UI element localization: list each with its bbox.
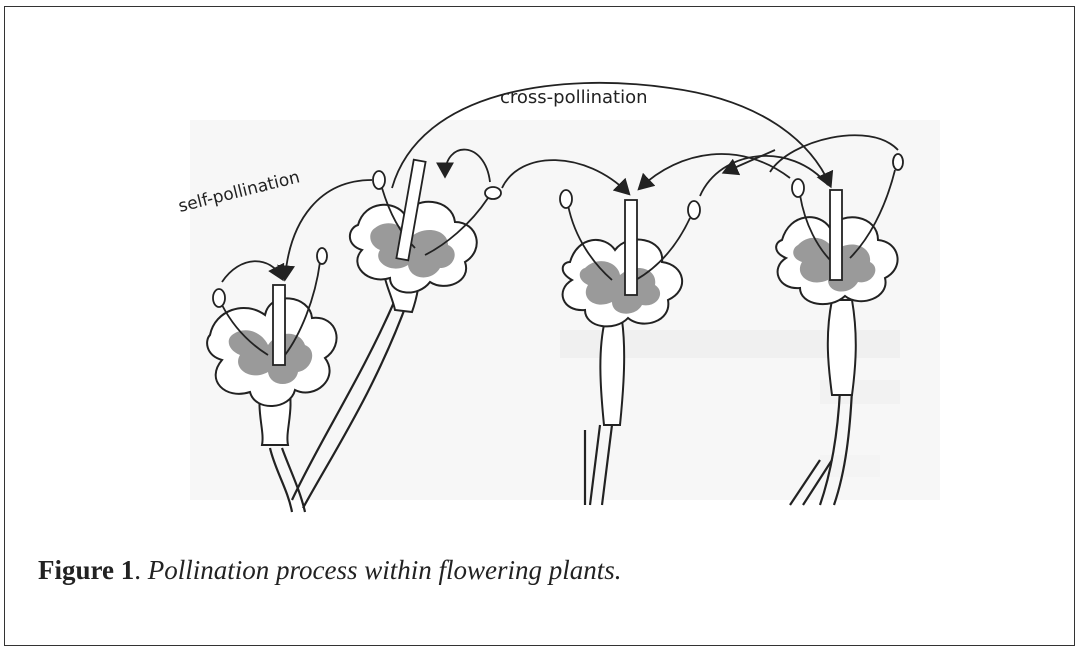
figure-caption: Figure 1. Pollination process within flo… bbox=[38, 555, 622, 586]
cross-pollination-label: cross-pollination bbox=[500, 87, 648, 108]
pollination-diagram: cross-pollination self-pollination bbox=[0, 0, 1081, 520]
figure-caption-text: Pollination process within flowering pla… bbox=[148, 555, 622, 585]
figure-caption-separator: . bbox=[134, 555, 141, 585]
figure-caption-label: Figure 1 bbox=[38, 555, 134, 585]
